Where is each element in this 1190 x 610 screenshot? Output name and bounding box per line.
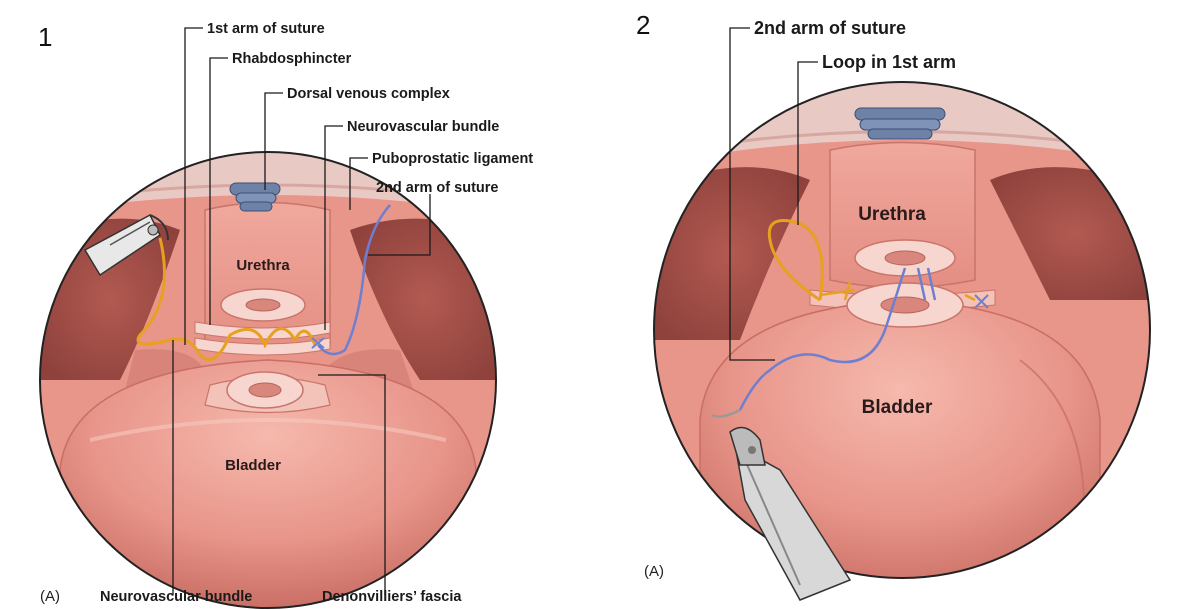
panel-1-number: 1 [38,22,52,52]
panel-2: 2 [636,10,1160,600]
label-loop-in-first-arm: Loop in 1st arm [822,52,956,72]
bladder-label-1: Bladder [225,457,281,474]
label-neurovascular-bundle-bottom: Neurovascular bundle [100,589,252,605]
label-neurovascular-bundle-top: Neurovascular bundle [347,119,499,135]
urethra-label-1: Urethra [236,257,290,274]
panel-1: 1 [30,21,533,610]
urethra-label-2: Urethra [858,204,926,225]
panel-2-number: 2 [636,10,650,40]
label-denonvilliers-fascia: Denonvilliers’ fascia [322,589,462,605]
panel-1-sublabel: (A) [40,588,60,605]
panel-2-endoscopic-view: Urethra Bladder [650,80,1160,600]
label-dorsal-venous-complex: Dorsal venous complex [287,86,450,102]
label-puboprostatic-ligament: Puboprostatic ligament [372,151,533,167]
dorsal-venous-complex-2 [855,108,945,139]
panel-2-sublabel: (A) [644,563,664,580]
panel-1-endoscopic-view: Urethra Bladder [30,150,510,610]
label-rhabdosphincter: Rhabdosphincter [232,51,352,67]
label-first-arm-of-suture: 1st arm of suture [207,21,325,37]
label-second-arm-of-suture-1: 2nd arm of suture [376,180,498,196]
label-second-arm-of-suture-2: 2nd arm of suture [754,18,906,38]
bladder-label-2: Bladder [862,397,933,418]
